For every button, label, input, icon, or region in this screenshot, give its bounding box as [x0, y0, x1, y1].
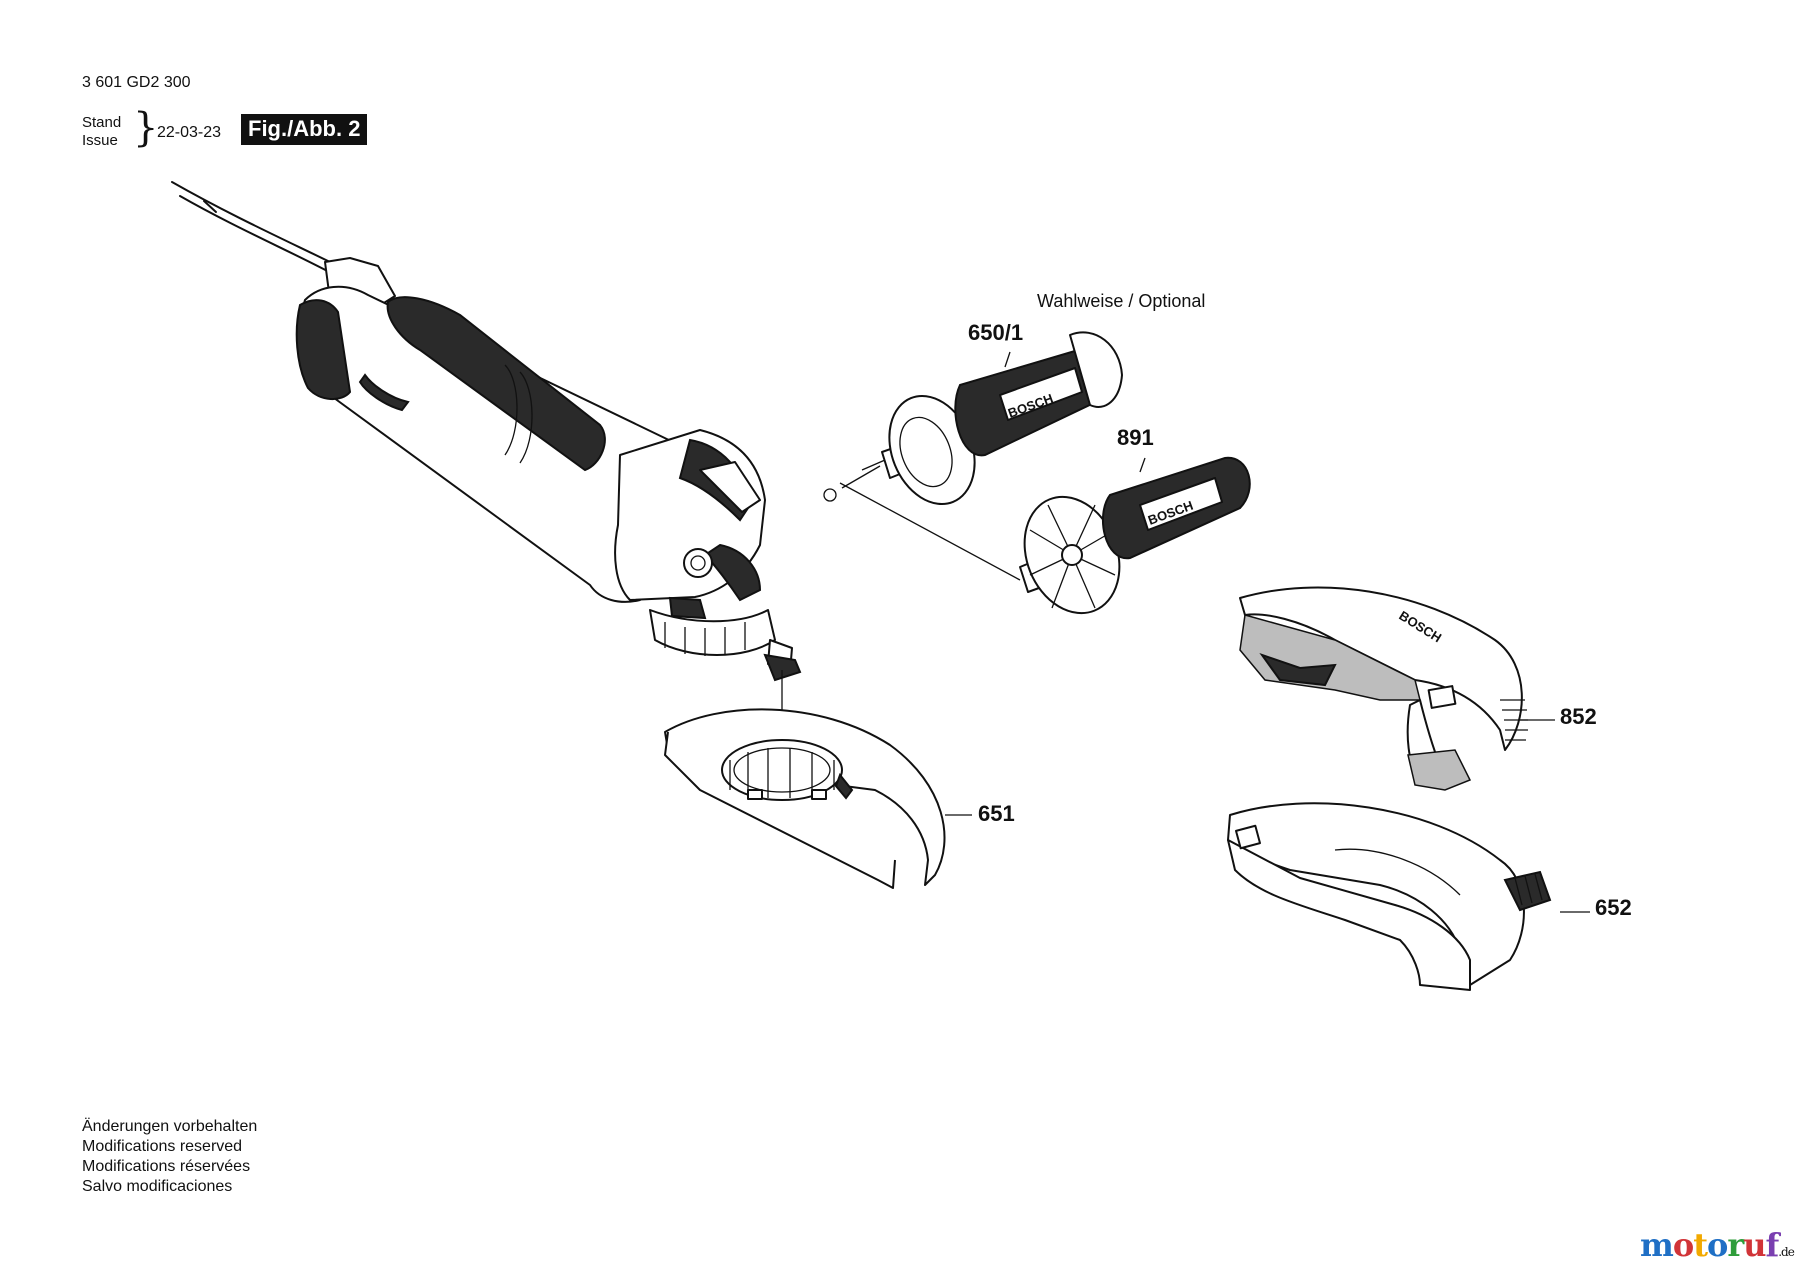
callout-891: 891 [1117, 425, 1154, 450]
callout-652: 652 [1595, 895, 1632, 920]
motoruf-watermark: motoruf.de [1640, 1226, 1795, 1264]
optional-label: Wahlweise / Optional [1037, 291, 1206, 311]
side-handle-650-1: BOSCH [861, 331, 1123, 506]
notice-en: Modifications reserved [82, 1138, 243, 1155]
callout-650-1: 650/1 [968, 320, 1024, 345]
part-number: 3 601 GD2 300 [82, 74, 191, 91]
modifications-notice: Änderungen vorbehalten Modifications res… [82, 1117, 257, 1197]
stand-issue-label: Stand Issue [82, 114, 121, 150]
watermark-suffix: .de [1778, 1245, 1795, 1259]
notice-fr: Modifications réservées [82, 1158, 251, 1175]
power-cord [171, 181, 336, 276]
notice-de: Änderungen vorbehalten [82, 1118, 258, 1135]
angle-grinder-body [295, 257, 837, 682]
stand-label: Stand [82, 114, 122, 131]
brace-icon: } [133, 105, 159, 151]
issue-label: Issue [82, 132, 118, 149]
watermark-letter: f [1765, 1226, 1779, 1264]
watermark-letter: u [1743, 1226, 1766, 1264]
watermark-letter: m [1640, 1226, 1674, 1264]
callout-852: 852 [1560, 704, 1597, 729]
wheel-guard-651 [664, 708, 946, 889]
watermark-letter: t [1693, 1226, 1708, 1264]
watermark-text: motoruf [1640, 1226, 1779, 1264]
cutting-guard-852: BOSCH [1239, 586, 1528, 791]
callout-651: 651 [978, 801, 1015, 826]
watermark-letter: o [1706, 1226, 1728, 1264]
notice-es: Salvo modificaciones [82, 1178, 233, 1195]
issue-date: 22-03-23 [157, 124, 222, 141]
watermark-letter: o [1672, 1226, 1694, 1264]
vibration-handle-891: BOSCH [1019, 456, 1251, 615]
cutting-guard-652 [1227, 802, 1552, 991]
figure-badge: Fig./Abb. 2 [241, 114, 368, 145]
watermark-letter: r [1727, 1226, 1744, 1264]
